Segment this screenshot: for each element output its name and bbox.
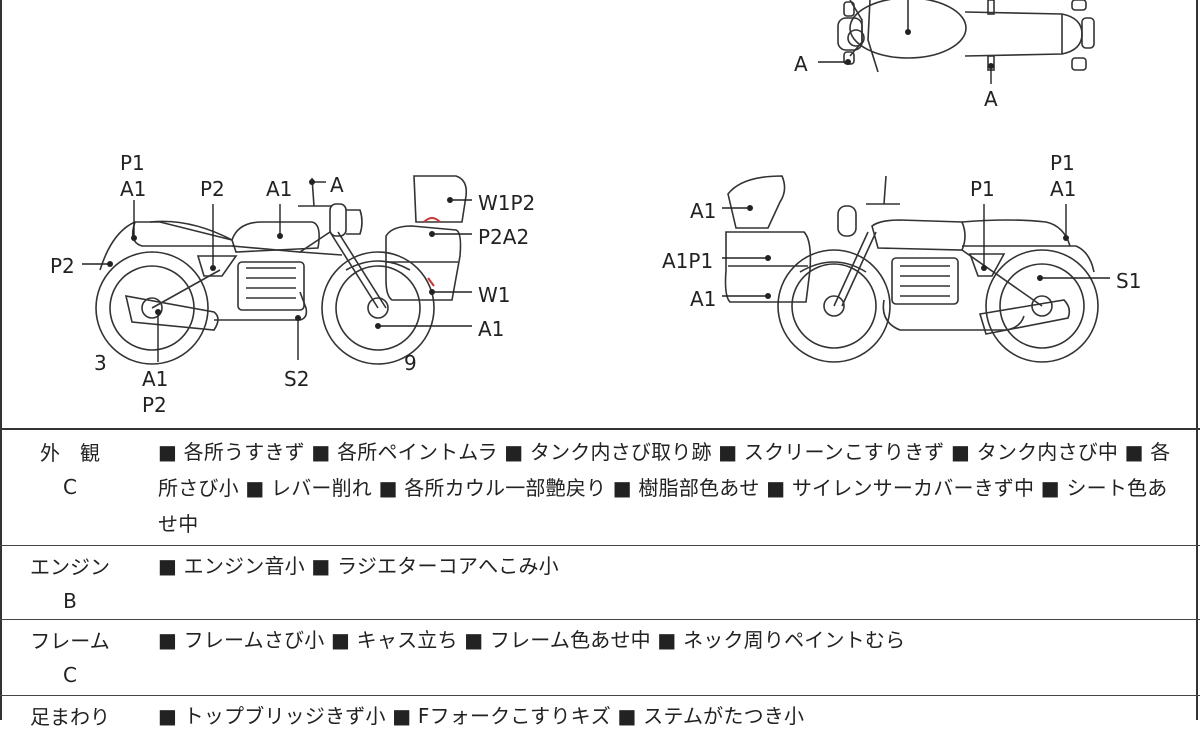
callout-label: P2 <box>200 177 225 201</box>
callout-label: A1 <box>142 367 168 391</box>
category-label: 外 観 <box>40 441 100 465</box>
callout-label: A1 <box>120 177 146 201</box>
callout-label: P1 <box>1050 151 1075 175</box>
condition-row-frame: フレーム C ■ フレームさび小 ■ キャス立ち ■ フレーム色あせ中 ■ ネッ… <box>0 620 1200 696</box>
row-details: ■ フレームさび小 ■ キャス立ち ■ フレーム色あせ中 ■ ネック周りペイント… <box>158 628 906 652</box>
left-side-callouts: P1 A1 P2 A1 A P2 W1P2 P2A2 W1 A1 A1 P2 S… <box>50 151 535 417</box>
callout-label: A <box>984 87 998 111</box>
callout-label: A1 <box>266 177 292 201</box>
damage-diagram: A A <box>50 0 1141 417</box>
callout-label: A1 <box>690 287 716 311</box>
front-wheel-number: 9 <box>404 351 417 375</box>
category-label: エンジン <box>30 555 110 579</box>
callout-label: A1P1 <box>662 249 713 273</box>
outer-frame <box>0 0 1198 720</box>
row-details: ■ 各所うすきず ■ 各所ペイントムラ ■ タンク内さび取り跡 ■ スクリーンこ… <box>158 440 1171 536</box>
callout-label: A <box>330 173 344 197</box>
category-label: 足まわり <box>30 705 110 729</box>
rear-wheel-number: 3 <box>94 351 107 375</box>
row-category: エンジン B <box>0 550 140 618</box>
callout-label: S1 <box>1116 269 1141 293</box>
callout-label: P1 <box>120 151 145 175</box>
callout-label: A <box>794 52 808 76</box>
grade-label: C <box>63 663 77 687</box>
condition-table: 外 観 C ■ 各所うすきず ■ 各所ペイントムラ ■ タンク内さび取り跡 ■ … <box>0 428 1200 736</box>
condition-row-engine: エンジン B ■ エンジン音小 ■ ラジエターコアへこみ小 <box>0 546 1200 620</box>
right-side-callouts: A1 A1P1 A1 P1 P1 A1 S1 <box>662 151 1141 311</box>
category-label: フレーム <box>30 629 110 653</box>
left-side-motorcycle <box>95 175 468 365</box>
top-view-callouts: A A <box>794 52 998 111</box>
row-category: フレーム C <box>0 624 140 692</box>
row-details: ■ エンジン音小 ■ ラジエターコアへこみ小 <box>158 554 559 578</box>
callout-label: A1 <box>1050 177 1076 201</box>
callout-label: P2 <box>50 254 75 278</box>
row-category: 足まわり <box>0 700 140 734</box>
callout-label: P2 <box>142 393 167 417</box>
callout-label: P2A2 <box>478 225 529 249</box>
callout-label: W1 <box>478 283 511 307</box>
row-details: ■ トップブリッジきず小 ■ Fフォークこすりキズ ■ ステムがたつき小 <box>158 704 805 728</box>
row-category: 外 観 C <box>0 436 140 504</box>
callout-label: S2 <box>284 367 309 391</box>
condition-row-exterior: 外 観 C ■ 各所うすきず ■ 各所ペイントムラ ■ タンク内さび取り跡 ■ … <box>0 430 1200 546</box>
grade-label: C <box>63 475 77 499</box>
callout-label: A1 <box>690 199 716 223</box>
condition-row-suspension: 足まわり ■ トップブリッジきず小 ■ Fフォークこすりキズ ■ ステムがたつき… <box>0 696 1200 736</box>
callout-label: P1 <box>970 177 995 201</box>
callout-label: W1P2 <box>478 191 535 215</box>
callout-label: A1 <box>478 317 504 341</box>
right-side-motorcycle <box>724 175 1099 363</box>
top-view-motorcycle <box>837 0 1095 73</box>
grade-label: B <box>63 589 77 613</box>
